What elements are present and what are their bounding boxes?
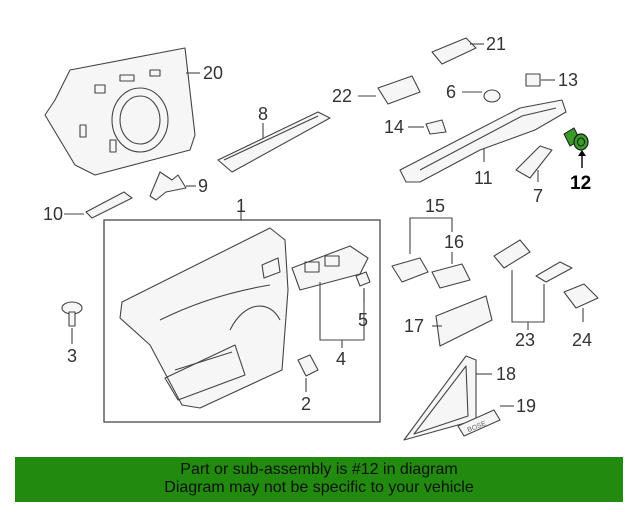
part-12-screw [563,127,589,168]
callout-7: 7 [533,186,543,206]
callout-15: 15 [425,196,445,216]
part-3-screw [61,301,83,344]
leader-15 [409,217,453,254]
callout-1: 1 [236,196,246,216]
part-6-screw [462,89,501,103]
part-22-bracket [358,75,421,105]
callout-16: 16 [444,232,464,252]
callout-23: 23 [515,330,535,350]
callout-3: 3 [67,346,77,366]
callout-11: 11 [474,168,493,188]
part-15-bezel [391,257,429,283]
part-7-cover [515,145,553,182]
assembly-1-box [103,219,381,423]
part-4-switch-panel [291,245,369,348]
callout-9: 9 [198,176,208,196]
part-20-panel [44,47,200,176]
callout-5: 5 [358,310,368,330]
callout-13: 13 [558,70,578,90]
part-11-armrest [399,99,567,183]
callout-12: 12 [570,173,591,194]
part-2-clip [297,354,319,392]
callout-24: 24 [572,330,592,350]
part-14-clip [408,119,447,135]
parts-diagram: 20 8 9 10 1 2 4 [43,34,599,441]
callout-19: 19 [516,396,536,416]
callout-8: 8 [258,104,268,124]
part-13-clip [525,73,555,87]
callout-21: 21 [486,34,506,54]
part-16-bezel [431,263,471,289]
callout-22: 22 [332,86,352,106]
part-23-switch [493,239,573,330]
part-10-strip [64,191,133,219]
part-8-molding [217,111,331,173]
part-21-switch [431,37,484,65]
callout-20: 20 [203,63,223,83]
part-1-door-trim [119,227,289,409]
callout-18: 18 [496,364,516,384]
part-18-triangle-trim [403,355,492,441]
callout-4: 4 [336,349,346,369]
callout-2: 2 [301,394,311,414]
info-banner: Part or sub-assembly is #12 in diagram D… [15,457,623,502]
banner-line-2: Diagram may not be specific to your vehi… [164,479,474,496]
callout-14: 14 [384,117,404,137]
part-5-button [355,271,371,302]
part-9-bracket [149,171,196,201]
callout-6: 6 [446,82,456,102]
part-17-pocket [432,295,493,347]
callout-10: 10 [43,204,63,224]
part-24-light [563,283,599,322]
banner-line-1: Part or sub-assembly is #12 in diagram [180,461,458,478]
callout-17: 17 [404,316,424,336]
